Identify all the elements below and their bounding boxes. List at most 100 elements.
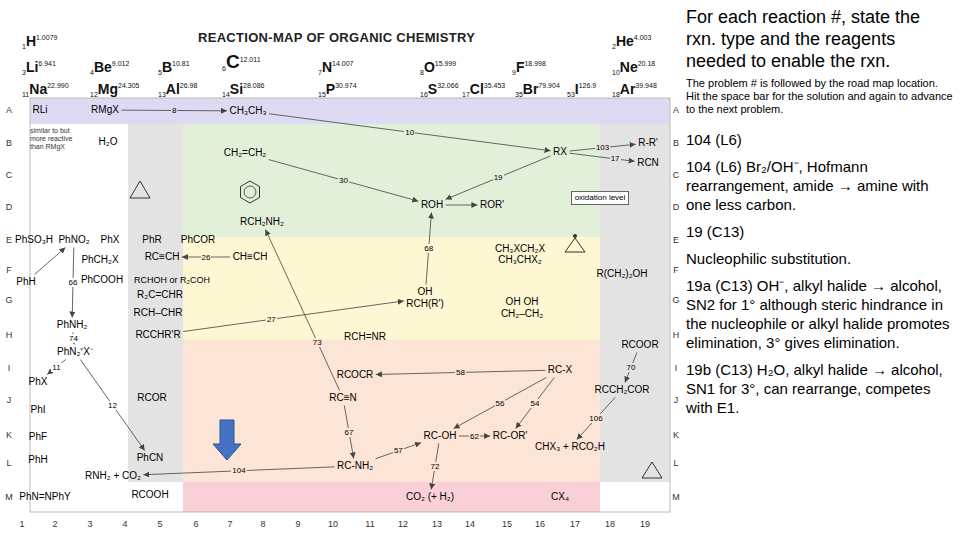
element-group: 7N14.007	[318, 56, 353, 81]
compound-formula: RNH₂ + CO₂	[85, 470, 141, 482]
compound-node: PhNO₂	[57, 234, 90, 246]
benzene-ring	[244, 186, 256, 198]
compound-formula: RC-OH	[424, 430, 457, 442]
compound-node: RCH₂NH₂	[239, 216, 285, 228]
reaction-arrow	[446, 156, 551, 199]
reaction-arrow	[265, 230, 339, 391]
atomic-number: 17	[462, 91, 470, 98]
atomic-mass: 9.012	[112, 60, 130, 67]
compound-node: H₂O	[98, 136, 119, 148]
band-grey-left	[128, 124, 183, 482]
compound-node: RCCH₂COR	[594, 384, 651, 396]
compound-node: CH₃XCH₂X CH₃CHX₂	[491, 243, 549, 265]
column-number: 6	[193, 519, 198, 529]
compound-node: PhH	[15, 276, 36, 288]
reaction-arrow	[35, 248, 66, 275]
answer-text: 104 (L6)	[686, 130, 954, 149]
atomic-mass: 24.305	[118, 82, 139, 89]
compound-formula: RMgX	[91, 104, 119, 116]
atomic-number: 18	[612, 91, 620, 98]
reaction-number: 67	[344, 428, 355, 437]
compound-node: RCOCR	[336, 369, 375, 381]
atomic-number: 5	[158, 69, 162, 76]
reaction-number: 17	[610, 154, 621, 163]
atomic-mass: 39.948	[635, 82, 656, 89]
compound-formula: RCCH₂COR	[595, 384, 650, 396]
reaction-number: 8	[171, 106, 177, 115]
band-green	[183, 124, 600, 237]
compound-node: RC-NH₂	[336, 460, 374, 472]
compound-formula: PhH	[16, 276, 35, 288]
element-group: 53I126.9	[567, 78, 596, 103]
column-number: 3	[87, 519, 92, 529]
element-symbol: Mg	[98, 81, 118, 97]
element-symbol: Br	[523, 81, 539, 97]
element-symbol: B	[162, 59, 172, 75]
column-number: 5	[157, 519, 162, 529]
reaction-number: 72	[430, 462, 441, 471]
compound-formula: PhF	[29, 431, 47, 443]
element-group: 10Ne20.18	[612, 56, 655, 81]
pointer-arrow	[213, 420, 241, 460]
row-letter: A	[673, 105, 679, 115]
epoxide-symbol	[565, 238, 585, 252]
row-letter: M	[672, 492, 680, 502]
compound-node: PhN₂⁺X⁻	[56, 346, 94, 358]
reaction-number: 12	[107, 401, 118, 410]
compound-formula: PhCOR	[181, 234, 215, 246]
band-pink	[183, 482, 600, 512]
element-group: 2He4.003	[612, 30, 651, 55]
compound-formula: RC-NH₂	[337, 460, 373, 472]
instruction-text: The problem # is followed by the road ma…	[686, 77, 954, 116]
atomic-number: 9	[512, 69, 516, 76]
benzene-symbol	[241, 181, 260, 203]
compound-formula: ROH	[421, 199, 443, 211]
reaction-number: 62	[469, 432, 480, 441]
compound-node: RCH–CHR	[133, 307, 184, 319]
compound-formula: CO₂ (+ H₂)	[406, 491, 454, 503]
atomic-number: 11	[22, 91, 29, 98]
answer-text: 19a (C13) OH⁻, alkyl halide → alcohol, S…	[686, 276, 954, 352]
compound-node: RLi	[31, 104, 48, 116]
compound-node: PhX	[100, 234, 121, 246]
compound-node: RCCHR'R	[134, 329, 181, 341]
atomic-number: 15	[318, 91, 326, 98]
instruction-text: For each reaction #, state the rxn. type…	[686, 6, 954, 72]
element-group: 15P30.974	[318, 78, 357, 103]
reaction-number: 56	[495, 399, 506, 408]
reaction-number: 68	[423, 244, 434, 253]
compound-formula: PhCH₂X	[81, 254, 118, 266]
row-letter: E	[673, 235, 679, 245]
reaction-arrow	[269, 114, 551, 151]
compound-formula: RCCHR'R	[135, 329, 180, 341]
atomic-mass: 10.81	[172, 60, 190, 67]
reaction-number: 73	[312, 338, 323, 347]
row-letter: F	[6, 265, 12, 275]
reaction-arrow	[454, 378, 547, 429]
compound-formula: PhNO₂	[58, 234, 89, 246]
element-symbol: Cl	[470, 81, 484, 97]
reaction-arrow	[569, 153, 634, 161]
compound-formula: RCOOR	[621, 339, 658, 351]
compound-formula: RCOR	[137, 392, 166, 404]
column-number: 15	[502, 519, 512, 529]
reaction-number: 103	[595, 143, 610, 152]
compound-node: PhH	[27, 454, 48, 466]
reaction-number: 54	[530, 399, 541, 408]
band-yellow	[183, 237, 600, 340]
element-group: 14Si28.086	[222, 78, 264, 103]
reaction-arrow	[625, 353, 637, 383]
column-number: 18	[605, 519, 615, 529]
compound-formula: PhSO₃H	[15, 234, 53, 246]
column-number: 4	[122, 519, 127, 529]
compound-node: OHRCH(R')	[405, 286, 444, 310]
compound-node: OH OHCH₂–CH₂	[500, 296, 544, 320]
compound-formula: R₂C=CHR	[137, 289, 183, 301]
compound-node: PhCOR	[180, 234, 216, 246]
compound-node: RC-OR'	[492, 430, 529, 442]
element-symbol: N	[322, 59, 332, 75]
row-letter: I	[8, 363, 11, 373]
element-group: 9F18.998	[512, 56, 546, 81]
row-letter: J	[7, 395, 12, 405]
column-number: 10	[328, 519, 338, 529]
